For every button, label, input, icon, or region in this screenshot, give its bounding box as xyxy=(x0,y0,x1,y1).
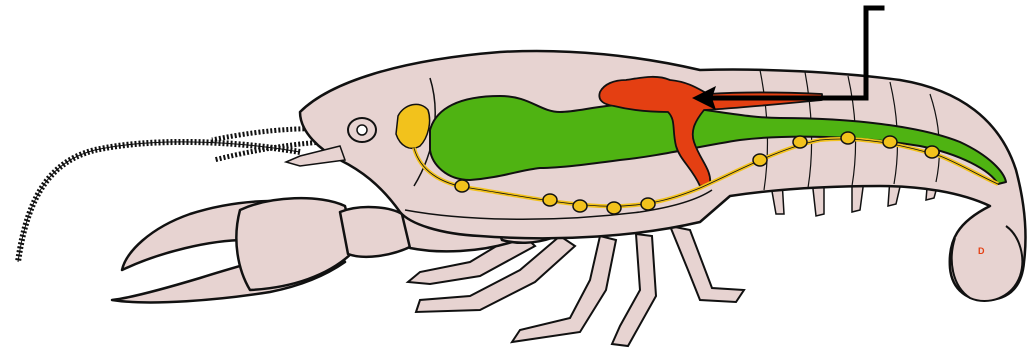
walking-leg-5 xyxy=(670,226,744,302)
tail-fan xyxy=(952,226,1023,301)
tail-mark: D xyxy=(978,246,985,256)
claw-palm xyxy=(236,198,355,290)
walking-leg-4 xyxy=(612,234,656,346)
eye xyxy=(348,118,376,142)
